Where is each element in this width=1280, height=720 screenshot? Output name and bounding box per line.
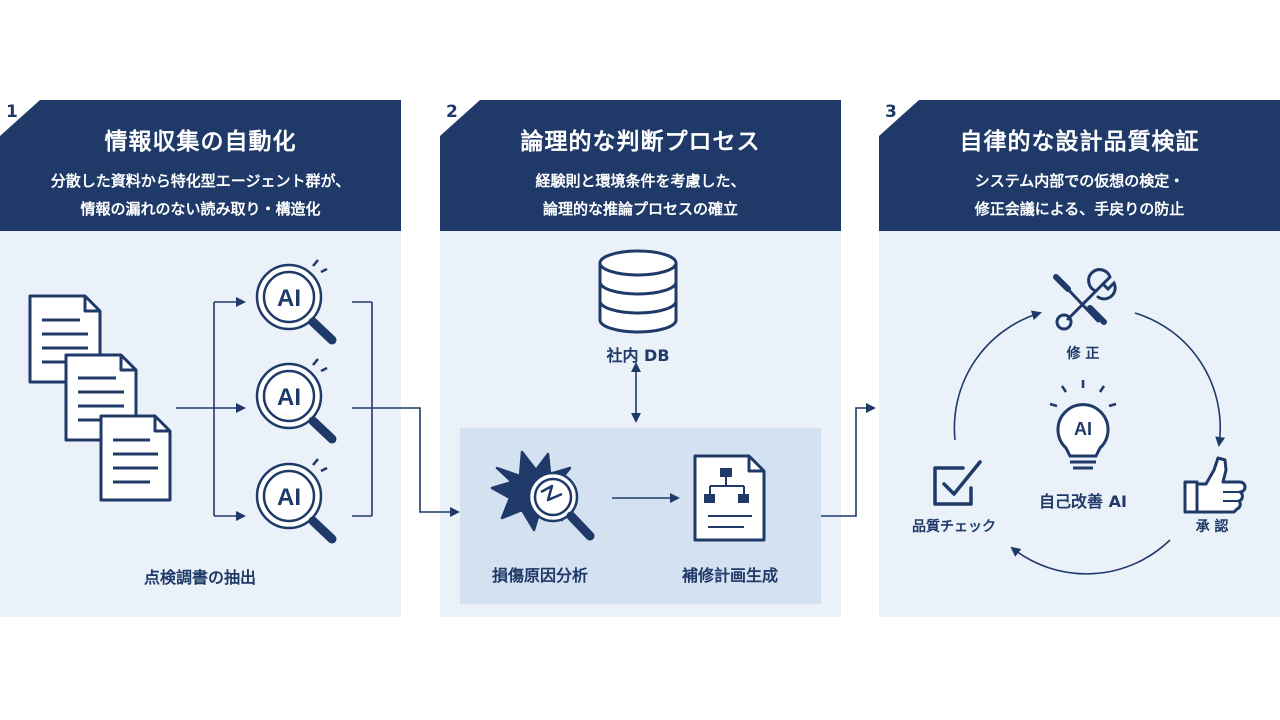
internal-db-label: 社内 DB	[606, 346, 670, 365]
panel-title: 情報収集の自動化	[104, 129, 297, 155]
panel-information-collection: 1 情報収集の自動化 分散した資料から特化型エージェント群が、 情報の漏れのない…	[0, 100, 401, 617]
panel-description: 経験則と環境条件を考慮した、 論理的な推論プロセスの確立	[440, 167, 841, 223]
ai-text: AI	[277, 285, 301, 312]
quality-check-label: 品質チェック	[912, 519, 996, 535]
damage-analysis-icon	[490, 450, 595, 541]
document-icon	[99, 414, 172, 502]
self-improving-ai-label: 自己改善 AI	[1039, 492, 1127, 511]
panel-description: システム内部での仮想の検定・ 修正会議による、手戻りの防止	[879, 167, 1280, 223]
document-stack-icon	[28, 294, 172, 502]
connector-to-panel-3	[821, 403, 876, 517]
panel-title: 論理的な判断プロセス	[520, 129, 761, 155]
repair-plan-icon	[693, 454, 766, 542]
panel-quality-verification: 3 自律的な設計品質検証 システム内部での仮想の検定・ 修正会議による、手戻りの…	[879, 100, 1280, 617]
desc-line-1: 経験則と環境条件を考慮した、	[535, 172, 746, 190]
desc-line-2: 修正会議による、手戻りの防止	[974, 200, 1185, 218]
panel-title: 自律的な設計品質検証	[959, 129, 1200, 155]
step-number: 2	[446, 102, 458, 122]
cycle-arrows	[953, 310, 1226, 575]
desc-line-1: 分散した資料から特化型エージェント群が、	[50, 172, 351, 190]
ai-magnifier-icon: AI	[255, 259, 337, 345]
ai-magnifier-icon: AI	[255, 458, 337, 544]
ai-text: AI	[1074, 419, 1092, 439]
checkbox-icon	[933, 460, 982, 506]
ai-magnifier-icon: AI	[255, 358, 337, 444]
tools-icon	[1053, 268, 1117, 331]
document-extraction-label: 点検調書の抽出	[143, 568, 256, 587]
desc-line-2: 論理的な推論プロセスの確立	[542, 200, 738, 218]
merge-connector	[352, 301, 460, 517]
panel-1-header: 1 情報収集の自動化 分散した資料から特化型エージェント群が、 情報の漏れのない…	[0, 100, 401, 231]
ai-text: AI	[277, 484, 301, 511]
ai-text: AI	[277, 384, 301, 411]
panel-2-header: 2 論理的な判断プロセス 経験則と環境条件を考慮した、 論理的な推論プロセスの確…	[440, 100, 841, 231]
desc-line-2: 情報の漏れのない読み取り・構造化	[80, 200, 321, 218]
panel-3-header: 3 自律的な設計品質検証 システム内部での仮想の検定・ 修正会議による、手戻りの…	[879, 100, 1280, 231]
damage-cause-label: 損傷原因分析	[491, 566, 588, 585]
step-number: 3	[885, 102, 897, 122]
repair-plan-label: 補修計画生成	[681, 566, 778, 585]
fix-label: 修 正	[1066, 346, 1100, 362]
branch-connector	[176, 297, 246, 521]
approve-label: 承 認	[1195, 519, 1229, 535]
database-icon	[598, 249, 678, 334]
step-number: 1	[6, 102, 18, 122]
ai-lightbulb-icon	[1049, 380, 1117, 470]
thumbs-up-icon	[1183, 456, 1247, 514]
panel-description: 分散した資料から特化型エージェント群が、 情報の漏れのない読み取り・構造化	[0, 167, 401, 223]
desc-line-1: システム内部での仮想の検定・	[974, 172, 1185, 190]
